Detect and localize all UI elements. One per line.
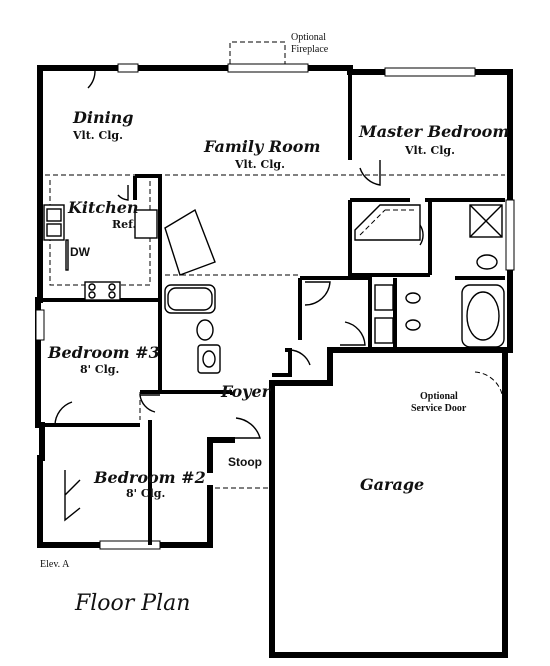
bedroom2-label: Bedroom #2 <box>93 468 206 487</box>
family-room-ceiling: Vlt. Clg. <box>234 158 285 171</box>
dining-label: Dining <box>72 108 133 127</box>
kitchen-fixtures <box>43 204 158 301</box>
bedroom2-ceiling: 8' Clg. <box>126 487 165 500</box>
garage-label: Garage <box>360 475 424 494</box>
bath-fixtures <box>164 204 505 374</box>
plan-title: Floor Plan <box>74 591 190 616</box>
bedroom3-label: Bedroom #3 <box>47 343 160 362</box>
windows <box>35 63 515 550</box>
refrigerator-label: Ref. <box>112 218 136 231</box>
service-door-label-2: Service Door <box>411 403 467 414</box>
fireplace-label-1: Optional <box>291 32 326 43</box>
dishwasher-label: DW <box>70 245 91 259</box>
foyer-label: Foyer <box>220 382 272 401</box>
master-bedroom-label: Master Bedroom <box>358 122 509 141</box>
labels: Optional Fireplace Dining Vlt. Clg. Fami… <box>40 32 509 616</box>
master-closet <box>354 204 421 241</box>
interior-walls <box>38 72 505 545</box>
service-door-label-1: Optional <box>420 391 458 402</box>
dining-ceiling: Vlt. Clg. <box>72 129 123 142</box>
elevation-label: Elev. A <box>40 559 70 570</box>
stoop-label: Stoop <box>228 455 262 469</box>
master-bedroom-ceiling: Vlt. Clg. <box>404 144 455 157</box>
bedroom3-ceiling: 8' Clg. <box>80 363 119 376</box>
kitchen-label: Kitchen <box>67 198 139 217</box>
fireplace-label-2: Fireplace <box>291 44 329 55</box>
family-room-label: Family Room <box>203 137 320 156</box>
